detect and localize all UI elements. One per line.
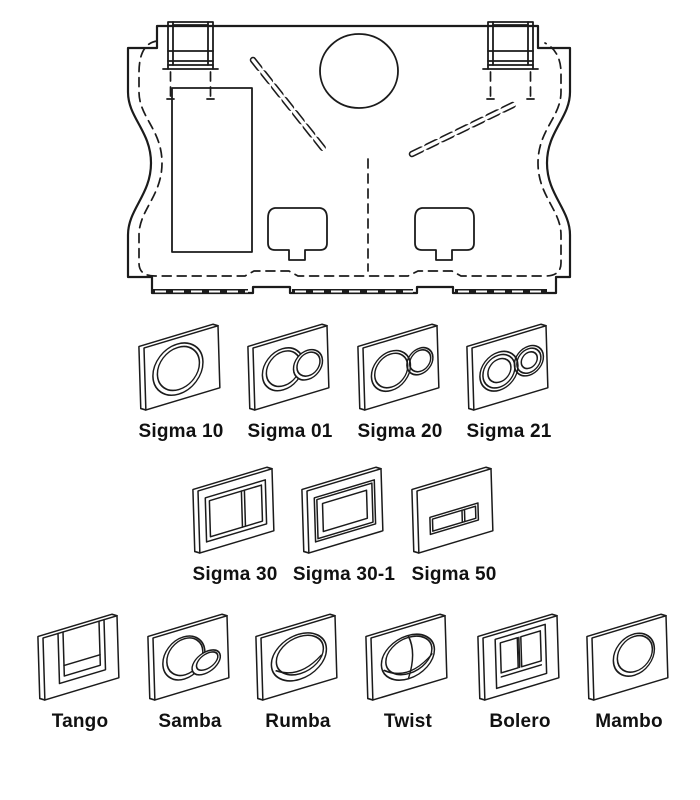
plate-label: Sigma 10 (138, 421, 224, 442)
flush-bend-circle (319, 33, 399, 109)
outlet-socket-right (414, 207, 475, 261)
plate-label: Sigma 01 (247, 421, 333, 442)
plate-item-twist: Twist (353, 610, 463, 733)
sigma-01-plate-icon (247, 323, 330, 411)
plate-label: Sigma 20 (357, 421, 443, 442)
plate-item-sigma-30: Sigma 30 (180, 463, 290, 586)
plate-label: Sigma 30-1 (292, 564, 396, 585)
mounting-bracket-left-icon (162, 21, 219, 100)
plate-item-samba: Samba (135, 610, 245, 733)
plate-label: Sigma 30 (192, 564, 278, 585)
rumba-plate-icon (255, 613, 338, 701)
diagonal-strip-right (408, 98, 523, 158)
sigma-30-1-plate-icon (301, 466, 384, 554)
plate-label: Sigma 21 (466, 421, 552, 442)
twist-plate-icon (365, 613, 448, 701)
samba-plate-icon (147, 613, 230, 701)
plate-label: Samba (158, 711, 222, 732)
mounting-bracket-right-icon (482, 21, 539, 100)
outlet-socket-left (267, 207, 328, 261)
plate-label: Sigma 50 (411, 564, 497, 585)
plate-item-rumba: Rumba (243, 610, 353, 733)
plate-label: Twist (383, 711, 433, 732)
bolero-plate-icon (477, 613, 560, 701)
sigma-20-plate-icon (357, 323, 440, 411)
plate-label: Mambo (595, 711, 663, 732)
plate-label: Tango (51, 711, 109, 732)
mambo-plate-icon (586, 613, 669, 701)
plate-item-mambo: Mambo (574, 610, 684, 733)
plate-item-sigma-20: Sigma 20 (345, 320, 455, 443)
sigma-10-plate-icon (138, 323, 221, 411)
plate-item-sigma-01: Sigma 01 (235, 320, 345, 443)
sigma-30-plate-icon (192, 466, 275, 554)
cistern-line-drawing-icon (126, 21, 572, 295)
sigma-21-plate-icon (466, 323, 549, 411)
service-opening-rect (171, 87, 253, 253)
plate-label: Bolero (489, 711, 551, 732)
plate-item-bolero: Bolero (465, 610, 575, 733)
plate-item-sigma-50: Sigma 50 (399, 463, 509, 586)
plate-item-sigma-21: Sigma 21 (454, 320, 564, 443)
plate-item-sigma-10: Sigma 10 (126, 320, 236, 443)
sigma-50-plate-icon (411, 466, 494, 554)
plate-label: Rumba (265, 711, 331, 732)
plate-item-tango: Tango (25, 610, 135, 733)
diagonal-strip-left (249, 56, 330, 156)
tango-plate-icon (37, 613, 120, 701)
plate-item-sigma-30-1: Sigma 30-1 (289, 463, 399, 586)
